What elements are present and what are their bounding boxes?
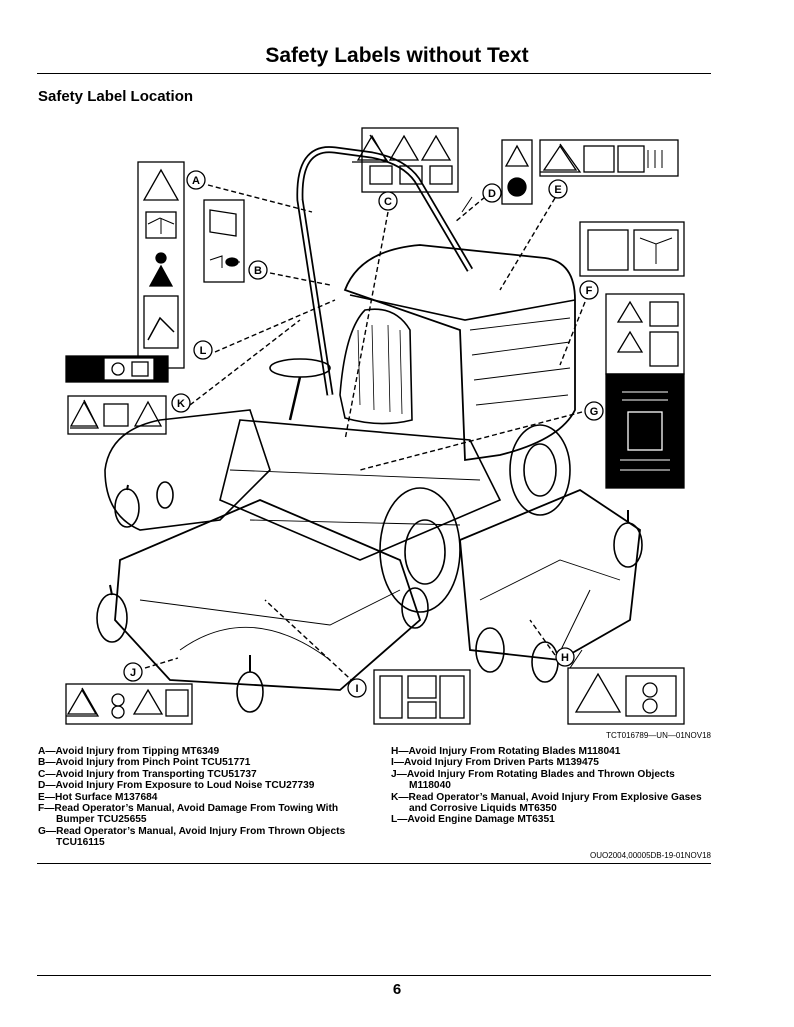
title-rule (37, 73, 711, 74)
legend-item: F—Read Operator’s Manual, Avoid Damage F… (38, 803, 339, 815)
doc-rule (37, 863, 711, 864)
decal-k (67, 395, 167, 435)
svg-text:B: B (254, 265, 262, 277)
decal-h (567, 667, 685, 725)
svg-text:K: K (177, 398, 185, 410)
svg-text:I: I (355, 683, 358, 695)
front-deck (114, 499, 422, 691)
callout-b: B (248, 260, 268, 280)
legend-item-continuation: M118040 (409, 780, 451, 792)
decal-e (539, 139, 679, 177)
footer-rule (37, 975, 711, 976)
callout-f: F (579, 280, 599, 300)
legend-item: G—Read Operator’s Manual, Avoid Injury F… (38, 825, 346, 837)
callout-h: H (555, 647, 575, 667)
legend-item-continuation: TCU16115 (56, 837, 105, 849)
hood (343, 244, 576, 462)
callout-g: G (584, 401, 604, 421)
steering-wheel (269, 358, 331, 378)
svg-text:E: E (554, 184, 561, 196)
left-wing-deck (104, 409, 271, 531)
legend-item: L—Avoid Engine Damage MT6351 (391, 814, 555, 826)
legend-item: A—Avoid Injury from Tipping MT6349 (38, 746, 220, 757)
rear-tire (509, 424, 571, 516)
callout-a: A (186, 170, 206, 190)
svg-text:F: F (586, 285, 593, 297)
callout-d: D (482, 183, 502, 203)
decal-c (352, 127, 459, 193)
legend-item-continuation: and Corrosive Liquids MT6350 (409, 803, 557, 815)
operator-seat (339, 308, 413, 425)
svg-text:C: C (384, 196, 392, 208)
legend-right: H—Avoid Injury From Rotating Blades M118… (391, 746, 702, 826)
callout-e: E (548, 179, 568, 199)
page-number: 6 (392, 981, 402, 998)
caster-wheel (401, 587, 429, 629)
page-title: Safety Labels without Text (265, 44, 529, 67)
legend-item: J—Avoid Injury From Rotating Blades and … (391, 768, 675, 780)
caster-wheel (96, 593, 128, 643)
safety-label-figure: A B C D E F G H I J K L (65, 127, 685, 725)
callout-markers: A B C D E F G H I J K L (123, 170, 604, 698)
callout-c: C (378, 191, 398, 211)
caster-wheel (114, 488, 140, 528)
decal-a (137, 161, 185, 369)
callout-i: I (347, 678, 367, 698)
caster-wheel (531, 641, 559, 683)
caster-wheel (156, 481, 174, 509)
legend-item: K—Read Operator’s Manual, Avoid Injury F… (391, 791, 702, 803)
svg-text:L: L (200, 345, 207, 357)
svg-text:J: J (130, 667, 136, 679)
legend-item-continuation: Bumper TCU25655 (56, 814, 147, 826)
caster-wheel (236, 671, 264, 713)
legend-left: A—Avoid Injury from Tipping MT6349 B—Avo… (38, 746, 345, 849)
svg-text:A: A (192, 175, 200, 187)
right-wing-deck (459, 488, 641, 661)
callout-j: J (123, 662, 143, 682)
figure-id: TCT016789—UN—01NOV18 (606, 731, 711, 740)
callout-l: L (193, 340, 213, 360)
caster-wheel (475, 627, 505, 673)
legend-item: H—Avoid Injury From Rotating Blades M118… (391, 746, 621, 757)
decal-d (501, 139, 533, 205)
decal-b (203, 199, 245, 283)
svg-text:D: D (488, 188, 496, 200)
decal-f (579, 221, 685, 277)
section-heading: Safety Label Location (38, 88, 194, 105)
front-tire (379, 487, 461, 613)
callout-k: K (171, 393, 191, 413)
decal-l (65, 355, 169, 383)
svg-text:H: H (561, 652, 569, 664)
legend-item: B—Avoid Injury from Pinch Point TCU51771 (38, 757, 251, 769)
legend-item: D—Avoid Injury From Exposure to Loud Noi… (38, 780, 315, 792)
svg-text:G: G (590, 406, 599, 418)
legend-item: I—Avoid Injury From Driven Parts M139475 (391, 757, 599, 769)
decal-g (605, 293, 685, 489)
legend-item: E—Hot Surface M137684 (38, 791, 158, 803)
legend-item: C—Avoid Injury from Transporting TCU5173… (38, 768, 257, 780)
decal-j (65, 683, 193, 725)
decal-i (373, 669, 471, 725)
doc-id: OUO2004,00005DB-19-01NOV18 (590, 851, 711, 860)
tractor-frame (219, 419, 502, 561)
